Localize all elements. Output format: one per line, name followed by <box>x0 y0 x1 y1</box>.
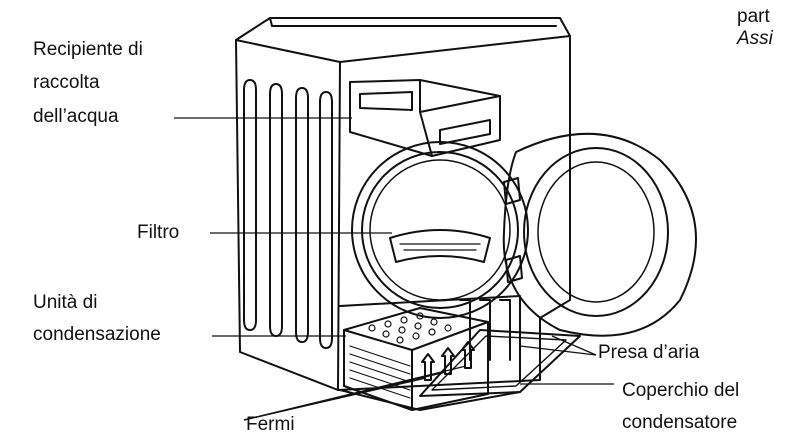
label-condenser-unit-line2: condensazione <box>33 324 161 345</box>
label-filter: Filtro <box>137 222 180 243</box>
door-hinge <box>503 177 521 205</box>
label-air-intake: Presa d’aria <box>598 342 700 363</box>
leader-air-intake-2 <box>551 335 597 356</box>
side-rib <box>243 79 257 331</box>
dryer-top-panel <box>235 35 571 63</box>
label-water-container-line2: raccolta <box>33 72 100 93</box>
water-container-drawer <box>349 79 501 157</box>
side-rib <box>295 87 309 343</box>
lower-compartment <box>339 295 521 381</box>
drum-opening <box>351 141 529 319</box>
label-latches: Fermi <box>246 414 295 435</box>
label-condenser-cover-line2: condensatore <box>622 412 738 433</box>
door-glass <box>523 147 669 317</box>
label-condenser-cover-line1: Coperchio del <box>622 380 740 401</box>
label-condenser-unit-line1: Unità di <box>33 292 98 313</box>
label-water-container-line3: dell’acqua <box>33 106 119 127</box>
leader-latches-3 <box>243 365 467 421</box>
label-water-container-line1: Recipiente di <box>33 39 143 60</box>
leader-air-intake-1 <box>519 345 597 356</box>
dryer-cabinet-outline <box>235 17 571 391</box>
corner-text-line1: part <box>737 6 770 27</box>
lint-filter <box>389 229 491 263</box>
corner-text-line2: Assi <box>737 28 773 49</box>
dryer-door <box>502 132 697 337</box>
dryer-front-edge <box>337 61 341 391</box>
side-rib <box>269 83 283 337</box>
side-rib <box>319 91 333 349</box>
